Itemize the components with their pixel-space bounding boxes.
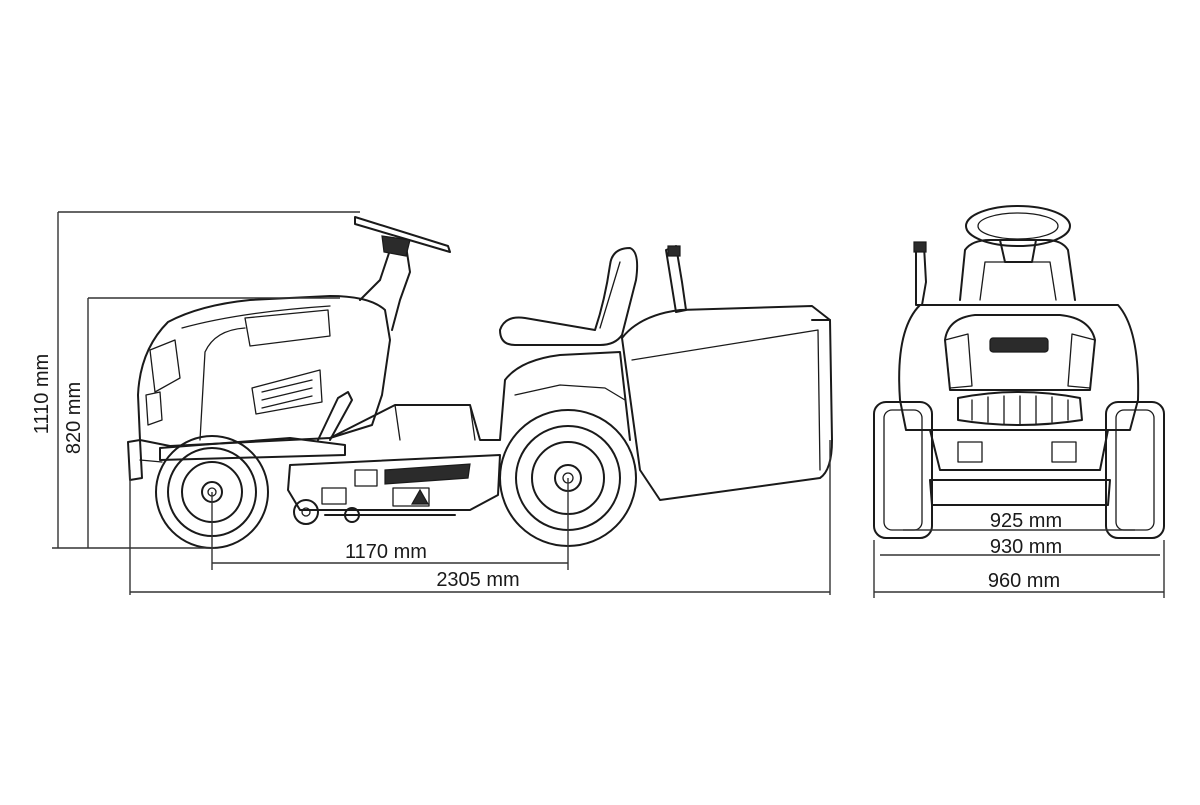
front-track-label: 925 mm [990, 510, 1062, 532]
rear-track-label: 930 mm [990, 536, 1062, 558]
front-view-mower [873, 205, 1165, 539]
wheelbase-label: 1170 mm [345, 541, 427, 563]
warning-triangle-icon [410, 488, 430, 505]
overall-width-label: 960 mm [988, 570, 1060, 592]
side-view-mower [127, 216, 833, 549]
dimension-lines [52, 211, 1165, 598]
overall-height-label: 1110 mm [31, 354, 53, 434]
seat-height-label: 820 mm [63, 382, 85, 454]
overall-length-label: 2305 mm [436, 569, 519, 591]
